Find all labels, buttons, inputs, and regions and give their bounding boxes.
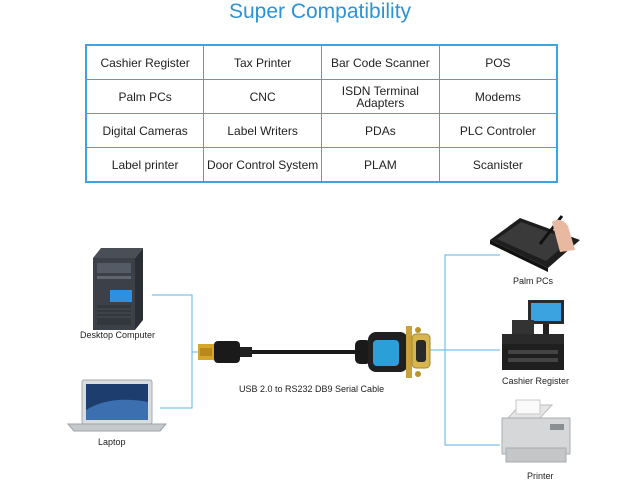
cash-register-icon <box>502 300 564 370</box>
table-cell: CNC <box>203 79 322 114</box>
laptop-icon <box>66 379 168 432</box>
desktop-computer-label: Desktop Computer <box>80 330 156 340</box>
table-cell: Cashier Register <box>85 44 205 80</box>
compatibility-table: Cashier Register Tax Printer Bar Code Sc… <box>85 44 558 183</box>
table-row: Label printer Door Control System PLAM S… <box>85 147 558 183</box>
table-cell: POS <box>438 44 558 80</box>
table-cell: Scanister <box>438 147 558 183</box>
usb-connector-icon <box>198 341 252 363</box>
printer-icon <box>501 399 571 463</box>
table-row: Cashier Register Tax Printer Bar Code Sc… <box>85 44 558 80</box>
table-cell: Digital Cameras <box>85 113 205 148</box>
palm-pcs-label: Palm PCs <box>513 276 554 286</box>
table-cell: Bar Code Scanner <box>321 44 440 80</box>
table-cell: PLC Controler <box>438 113 558 148</box>
table-cell: Label Writers <box>203 113 322 148</box>
connector-lines <box>152 254 500 446</box>
page-title: Super Compatibility <box>228 0 412 23</box>
table-cell: Modems <box>438 79 558 114</box>
drawing-tablet-icon <box>490 215 580 272</box>
table-cell: PDAs <box>321 113 440 148</box>
table-row: Digital Cameras Label Writers PDAs PLC C… <box>85 113 558 148</box>
desktop-computer-icon <box>93 248 143 330</box>
laptop-label: Laptop <box>98 437 126 447</box>
table-cell: Palm PCs <box>85 79 205 114</box>
table-cell: Tax Printer <box>203 44 322 80</box>
printer-label: Printer <box>527 471 554 481</box>
table-cell: Door Control System <box>203 147 322 183</box>
cashier-register-label: Cashier Register <box>502 376 570 386</box>
table-cell: Label printer <box>85 147 205 183</box>
cable-label: USB 2.0 to RS232 DB9 Serial Cable <box>239 384 385 394</box>
table-cell: PLAM <box>321 147 440 183</box>
table-cell: ISDN Terminal Adapters <box>321 79 440 114</box>
db9-connector-icon <box>355 326 431 378</box>
table-row: Palm PCs CNC ISDN Terminal Adapters Mode… <box>85 79 558 114</box>
